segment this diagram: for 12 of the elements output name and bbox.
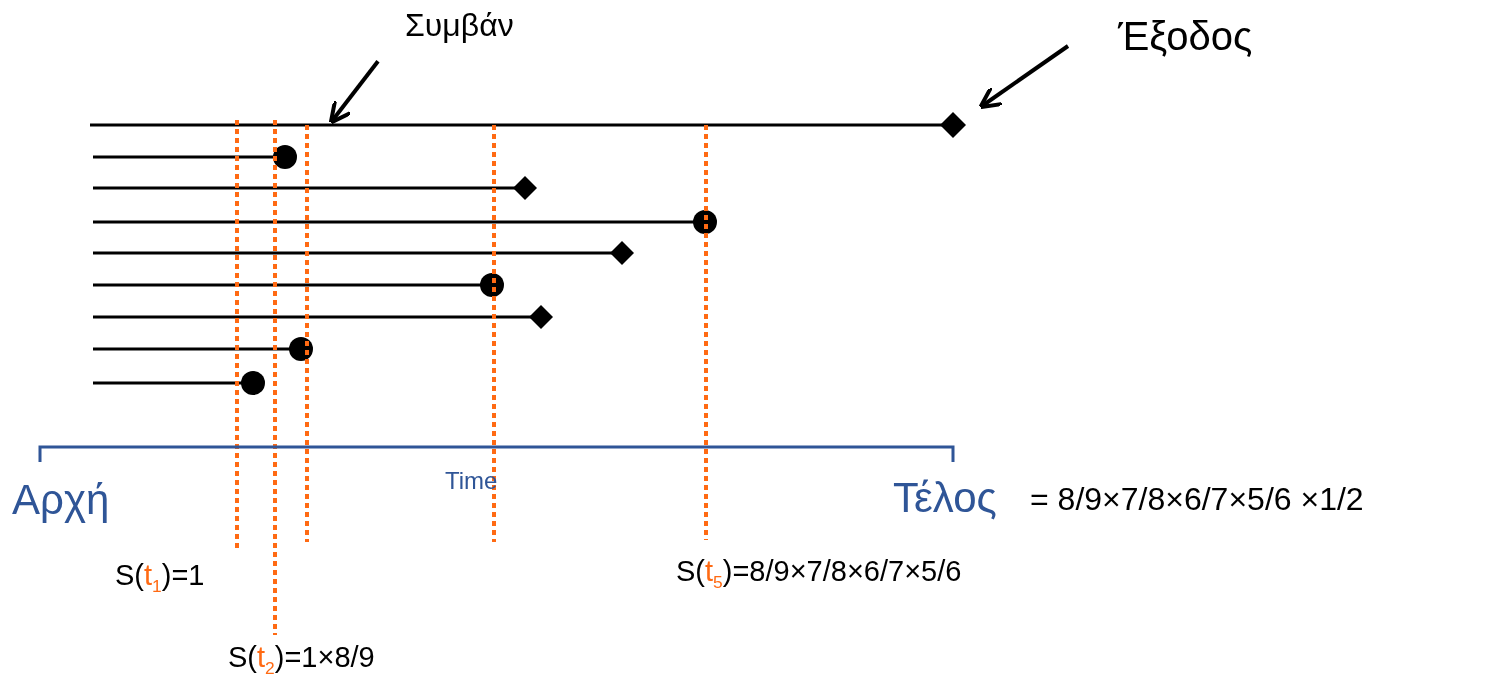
event-label: Συμβάν bbox=[405, 8, 514, 44]
survival-formula: S(t$_{2}$)=1×8/9 bbox=[228, 642, 375, 678]
survival-formula: S(t$_{1}$)=1 bbox=[115, 560, 205, 596]
start-label: Αρχή bbox=[12, 477, 110, 524]
leader-arrow bbox=[978, 44, 1070, 110]
exit-diamond bbox=[940, 112, 966, 138]
survival-formula: S(t$_{5}$)=8/9×7/8×6/7×5/6 bbox=[676, 556, 962, 592]
leader-arrow bbox=[328, 59, 380, 125]
end-label: Τέλος bbox=[893, 475, 997, 522]
exit-label: Έξοδος bbox=[1118, 14, 1253, 58]
axis-title: Time bbox=[445, 468, 498, 495]
survival-formula: = 8/9×7/8×6/7×5/6 ×1/2 bbox=[1030, 482, 1364, 518]
